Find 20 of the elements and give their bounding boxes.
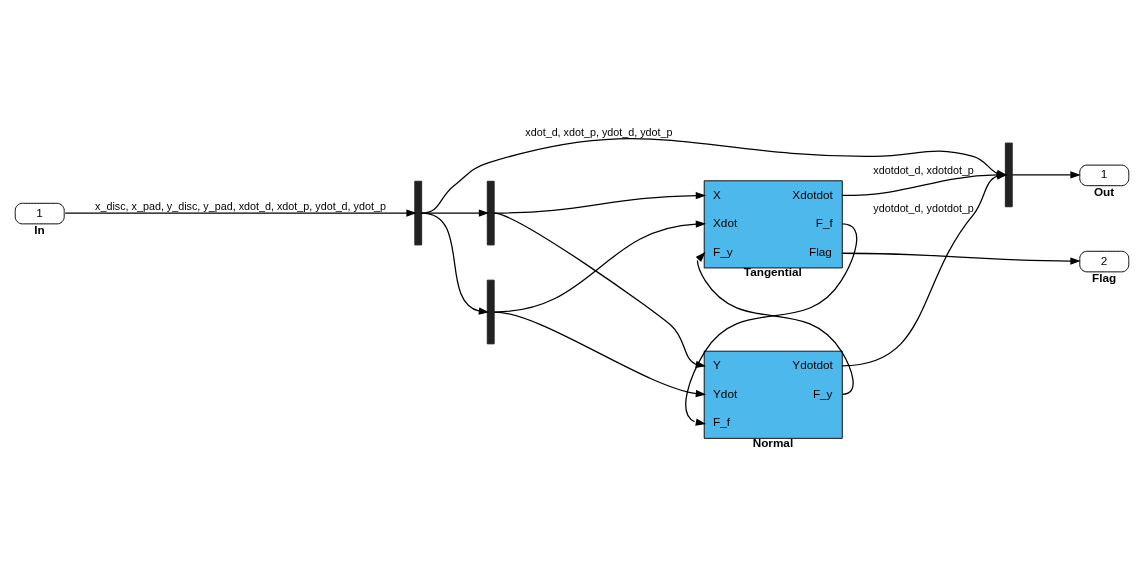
edge-label: ydotdot_d, ydotdot_p bbox=[873, 201, 974, 214]
node-label: Flag bbox=[1092, 270, 1117, 284]
arrow bbox=[841, 252, 1081, 265]
arrow bbox=[493, 191, 707, 214]
edge-label: x_disc, x_pad, y_disc, y_pad, xdot_d, xdot_p, ydot_d, ydot_p bbox=[95, 199, 386, 212]
node-bar bbox=[486, 180, 495, 245]
arrow bbox=[493, 219, 707, 313]
arrow bbox=[1011, 170, 1081, 179]
arrow bbox=[685, 222, 858, 426]
arrow bbox=[64, 208, 417, 217]
node-bar bbox=[414, 180, 423, 245]
node-label: In bbox=[34, 222, 45, 236]
node-box: 1 bbox=[14, 202, 65, 224]
node-bar bbox=[1004, 142, 1013, 207]
edge-label: xdotdot_d, xdotdot_p bbox=[873, 163, 974, 176]
node-bar bbox=[486, 279, 495, 344]
edge-label: xdot_d, xdot_p, ydot_d, ydot_p bbox=[525, 125, 673, 138]
node-box: 2 bbox=[1079, 250, 1130, 272]
node-box: 1 bbox=[1079, 164, 1130, 186]
node-label: Out bbox=[1093, 184, 1115, 198]
